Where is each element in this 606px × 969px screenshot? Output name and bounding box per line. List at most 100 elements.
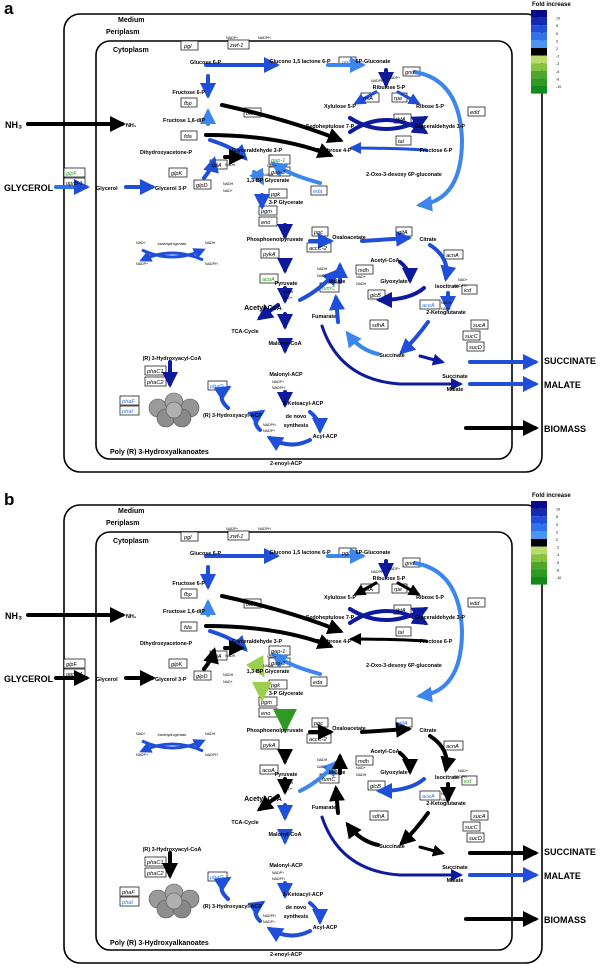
metabolite-succinate: Succinate (379, 353, 404, 359)
cofactor-nadph: NADPH (371, 79, 384, 83)
gene-phaG: phaG (209, 384, 224, 390)
cofactor-nadh: NADH (441, 301, 452, 305)
cofactor-nad: NAD+ (441, 798, 451, 802)
gene-fumC: fumC (322, 286, 336, 292)
cofactor-nadh: NADH (317, 267, 328, 271)
metabolite-gluconate6p: 6P-Gluconate (356, 59, 391, 65)
cofactor-nad: NAD+ (136, 241, 146, 245)
periplasm-label: Periplasm (106, 29, 139, 36)
gene-glpF: glpF (66, 171, 77, 177)
legend-value: -5 (556, 70, 559, 74)
gene-pgl2: pgl (341, 60, 350, 66)
metabolite-sedoheptulose: Sedoheptulose 7-P (306, 615, 355, 621)
metabolite-fructose6p_right: Fructose 6-P (420, 639, 453, 645)
metabolite-glycerol: Glycerol (96, 677, 118, 683)
metabolite-tca: TCA-Cycle (231, 329, 258, 335)
gene-aceA: aceA (422, 303, 435, 309)
cofactor-nadh: NADH (223, 182, 234, 186)
metabolite-fructose6p: Fructose 6-P (172, 581, 205, 587)
metabolite-malate: Malate (329, 770, 346, 776)
gene-gap2: gap-2 (271, 661, 286, 667)
metabolite-gluconolactone: Glucono 1,5 lactone 6-P (269, 550, 331, 556)
legend-value: -8 (556, 568, 559, 572)
gene-eda: eda (313, 189, 322, 195)
metabolite-ribulose5p: Ribulose 5-P (373, 576, 406, 582)
legend-swatch (531, 86, 547, 94)
metabolite-acetylcoa_small: Acetyl-CoA (370, 258, 399, 264)
metabolite-ga3p_right: Glyceraldehyde 3-P (415, 615, 465, 621)
gene-pykA: pykA (262, 743, 276, 749)
gene-glpF: glpF (66, 662, 77, 668)
legend-value: 2 (556, 47, 558, 51)
cofactor-nadph: NADPH (272, 386, 285, 390)
gene-tktA1: tktA (246, 602, 256, 608)
gene-gap2: gap-2 (271, 170, 286, 176)
gene-aceA: aceA (422, 794, 435, 800)
metabolite-pep: Phosphoenolpyruvate (247, 237, 304, 243)
cofactor-nad: NAD+ (223, 189, 233, 193)
metabolite-glyoxylate: Glyoxylate (380, 279, 407, 285)
gene-pgl1: pgl (183, 44, 192, 50)
gene-tpiA: tpiA (212, 654, 222, 660)
cofactor-nad: NAD+ (317, 765, 327, 769)
metabolite-ketoacylacp: 3-Ketoacyl-ACP (283, 892, 324, 898)
gene-phaF: phaF (121, 890, 135, 896)
gene-pgl1: pgl (183, 535, 192, 541)
gene-glpD: glpD (196, 183, 208, 189)
metabolite-oxaloacetate: Oxaloacetate (332, 726, 366, 732)
cofactor-nadh: NADH (225, 163, 236, 167)
cofactor-nad: NAD+ (225, 646, 235, 650)
cofactor-nadh: NADH (205, 732, 216, 736)
cofactor-nadh: NADH (225, 654, 236, 658)
metabolite-glycerol3p: Glycerol 3-P (155, 677, 187, 683)
metabolite-succinate_out: Succinate (442, 865, 467, 871)
gene-oprB1: oprB-1 (66, 672, 83, 678)
metabolite-fructose6p_right: Fructose 6-P (420, 148, 453, 154)
cofactor-nadp: NADP+ (388, 76, 400, 80)
legend-swatch (531, 523, 547, 532)
metabolite-kdpg: 2-Oxo-3-desoxy 6P-gluconate (366, 663, 442, 669)
metabolite-isocitrate: Isocitrate (435, 284, 459, 290)
metabolite-ketoglutarate: 2-Ketoglutarate (426, 310, 466, 316)
gene-glpK: glpK (171, 171, 182, 177)
cofactor-nad: NAD+ (458, 769, 468, 773)
gene-fbp: fbp (184, 592, 192, 598)
gene-tal: tal (398, 630, 405, 636)
gene-pgk: pgk (270, 683, 281, 689)
gene-pykA: pykA (262, 252, 276, 258)
metabolite-denovo1: de novo (286, 905, 307, 911)
gene-eno: eno (261, 220, 270, 226)
metabolite-pha: Poly (R) 3-Hydroxyalkanoates (110, 940, 209, 947)
cofactor-nadp: NADP+ (272, 871, 284, 875)
metabolite-denovo2: synthesis (284, 914, 309, 920)
gene-edd: edd (470, 601, 480, 607)
metabolite-oxaloacetate: Oxaloacetate (332, 235, 366, 241)
metabolite-transhydrogenase: transhydrogenase (158, 733, 187, 737)
gene-phaI: phaI (121, 409, 133, 415)
panel-a (26, 14, 542, 472)
metabolite-nh3_in: NH₃ (126, 123, 137, 129)
gene-sucC: sucC (465, 825, 479, 831)
metabolite-ribose5p: Ribose 5-P (416, 104, 444, 110)
gene-eda: eda (313, 680, 322, 686)
metabolite-glucose6p: Glucose 6-P (190, 60, 222, 66)
legend-value: 2 (556, 538, 558, 542)
gene-glcB: glcB (370, 293, 381, 299)
metabolite-fumarate: Fumarate (312, 805, 336, 811)
legend-value: 5 (556, 32, 558, 36)
metabolite-acetylcoa: Acetyl-CoA (244, 796, 282, 803)
metabolite-citrate: Citrate (419, 237, 436, 243)
metabolite-pha: Poly (R) 3-Hydroxyalkanoates (110, 449, 209, 456)
gene-pgm: pgm (260, 209, 272, 215)
gene-zwf1: zwf-1 (229, 43, 243, 49)
metabolite-ga3p: Glyceraldehyde 3-P (232, 148, 282, 154)
cofactor-nadh: NADH (317, 758, 328, 762)
external-malate: MALATE (544, 380, 581, 390)
legend-swatch (531, 554, 547, 562)
metabolite-pg3: 3-P Glycerate (269, 200, 303, 206)
metabolite-ga3p: Glyceraldehyde 3-P (232, 639, 282, 645)
gene-phaF: phaF (121, 399, 135, 405)
gene-tal: tal (398, 139, 405, 145)
